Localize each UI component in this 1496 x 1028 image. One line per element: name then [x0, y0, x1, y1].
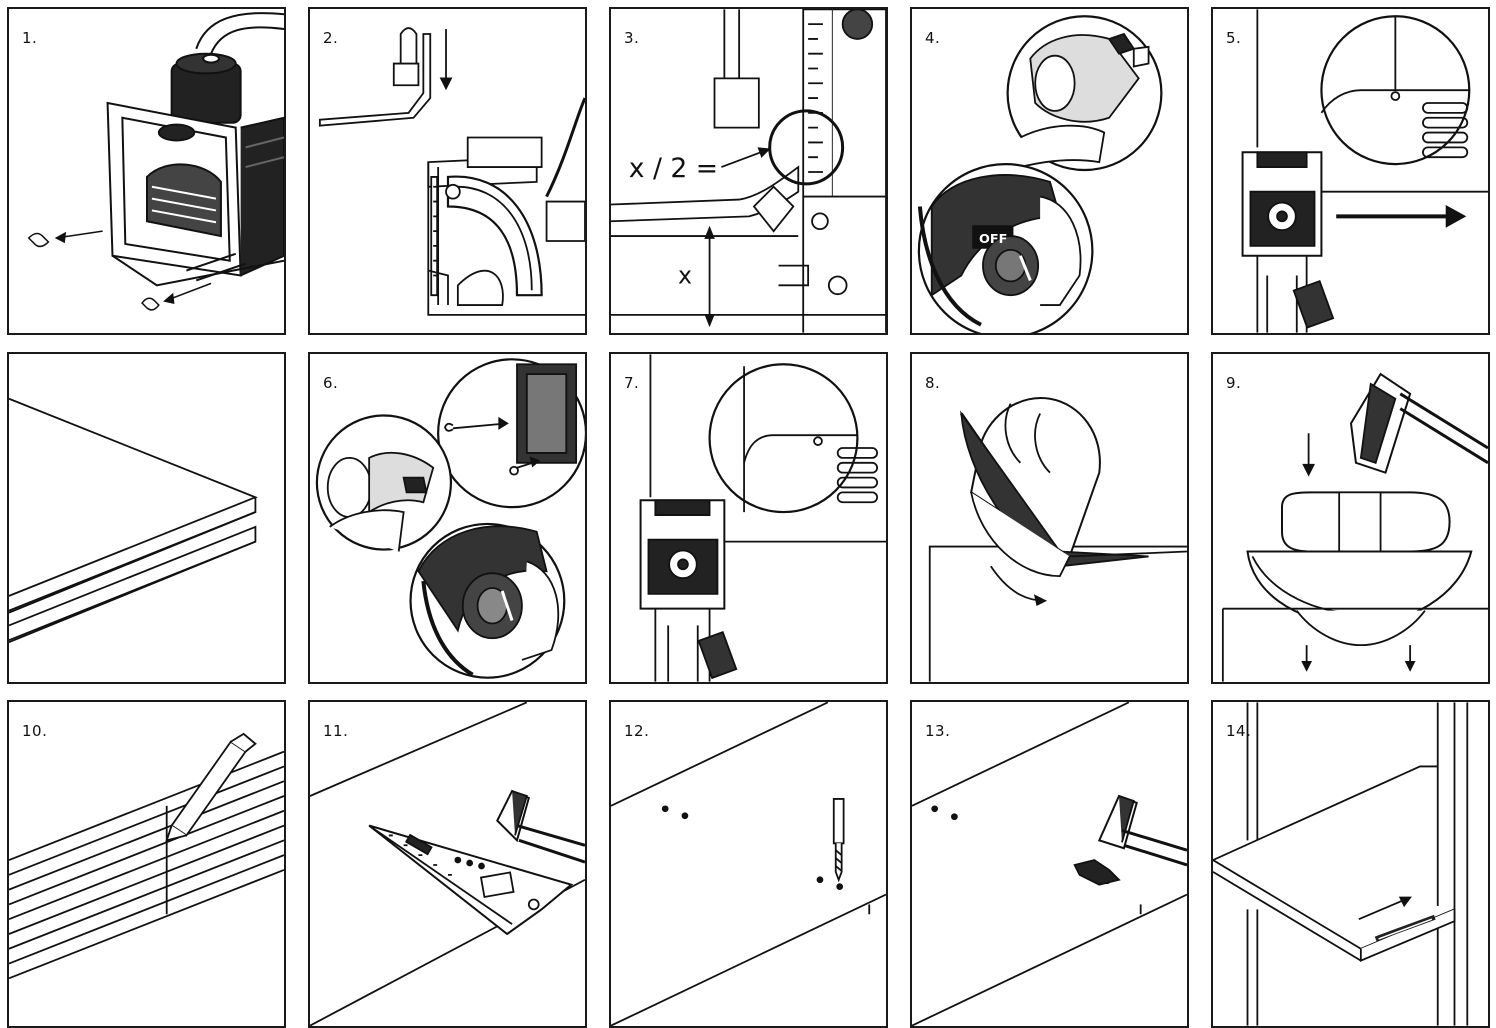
step-number: 3.	[624, 29, 639, 47]
pencil-icon	[9, 702, 284, 1026]
step-number: 4.	[925, 29, 940, 47]
shelf-icon	[1213, 702, 1488, 1026]
hammer-icon	[912, 702, 1187, 1026]
step-12-panel: 12.	[609, 700, 888, 1028]
step-11-panel: 11.	[308, 700, 587, 1028]
depth-setting-icon: x / 2 = x	[611, 9, 886, 333]
fence-adjust-icon	[310, 9, 585, 333]
step-number: 6.	[323, 374, 338, 392]
fence-alignment-icon	[611, 354, 886, 682]
board-icon	[9, 354, 284, 682]
half-depth-label: x / 2 =	[629, 153, 718, 184]
fence-alignment-icon	[1213, 9, 1488, 333]
x-label: x	[678, 261, 692, 289]
biscuit-joiner-icon	[9, 9, 284, 333]
step-4-panel: 4. OFF	[910, 7, 1189, 335]
step-number: 9.	[1226, 374, 1241, 392]
hand-icon	[310, 354, 585, 682]
step-number: 13.	[925, 722, 950, 740]
step-14-panel: 14.	[1211, 700, 1490, 1028]
hammer-icon	[1213, 354, 1488, 682]
step-8-panel: 8.	[910, 352, 1189, 684]
step-unnumbered-panel	[7, 352, 286, 684]
step-1-panel: 1.	[7, 7, 286, 335]
step-number: 12.	[624, 722, 649, 740]
square-icon	[310, 702, 585, 1026]
step-number: 2.	[323, 29, 338, 47]
step-number: 14.	[1226, 722, 1251, 740]
step-number: 7.	[624, 374, 639, 392]
step-number: 1.	[22, 29, 37, 47]
step-3-panel: 3. x / 2 = x	[609, 7, 888, 335]
step-number: 11.	[323, 722, 348, 740]
step-6-panel: 6.	[308, 352, 587, 684]
step-10-panel: 10.	[7, 700, 286, 1028]
off-switch-icon: OFF	[912, 9, 1187, 333]
biscuit-joiner-plunge-icon	[912, 354, 1187, 682]
step-7-panel: 7.	[609, 352, 888, 684]
step-2-panel: 2.	[308, 7, 587, 335]
step-number: 5.	[1226, 29, 1241, 47]
step-number: 10.	[22, 722, 47, 740]
step-13-panel: 13.	[910, 700, 1189, 1028]
drill-bit-icon	[611, 702, 886, 1026]
step-number: 8.	[925, 374, 940, 392]
off-label: OFF	[979, 232, 1007, 247]
step-9-panel: 9.	[1211, 352, 1490, 684]
step-5-panel: 5.	[1211, 7, 1490, 335]
